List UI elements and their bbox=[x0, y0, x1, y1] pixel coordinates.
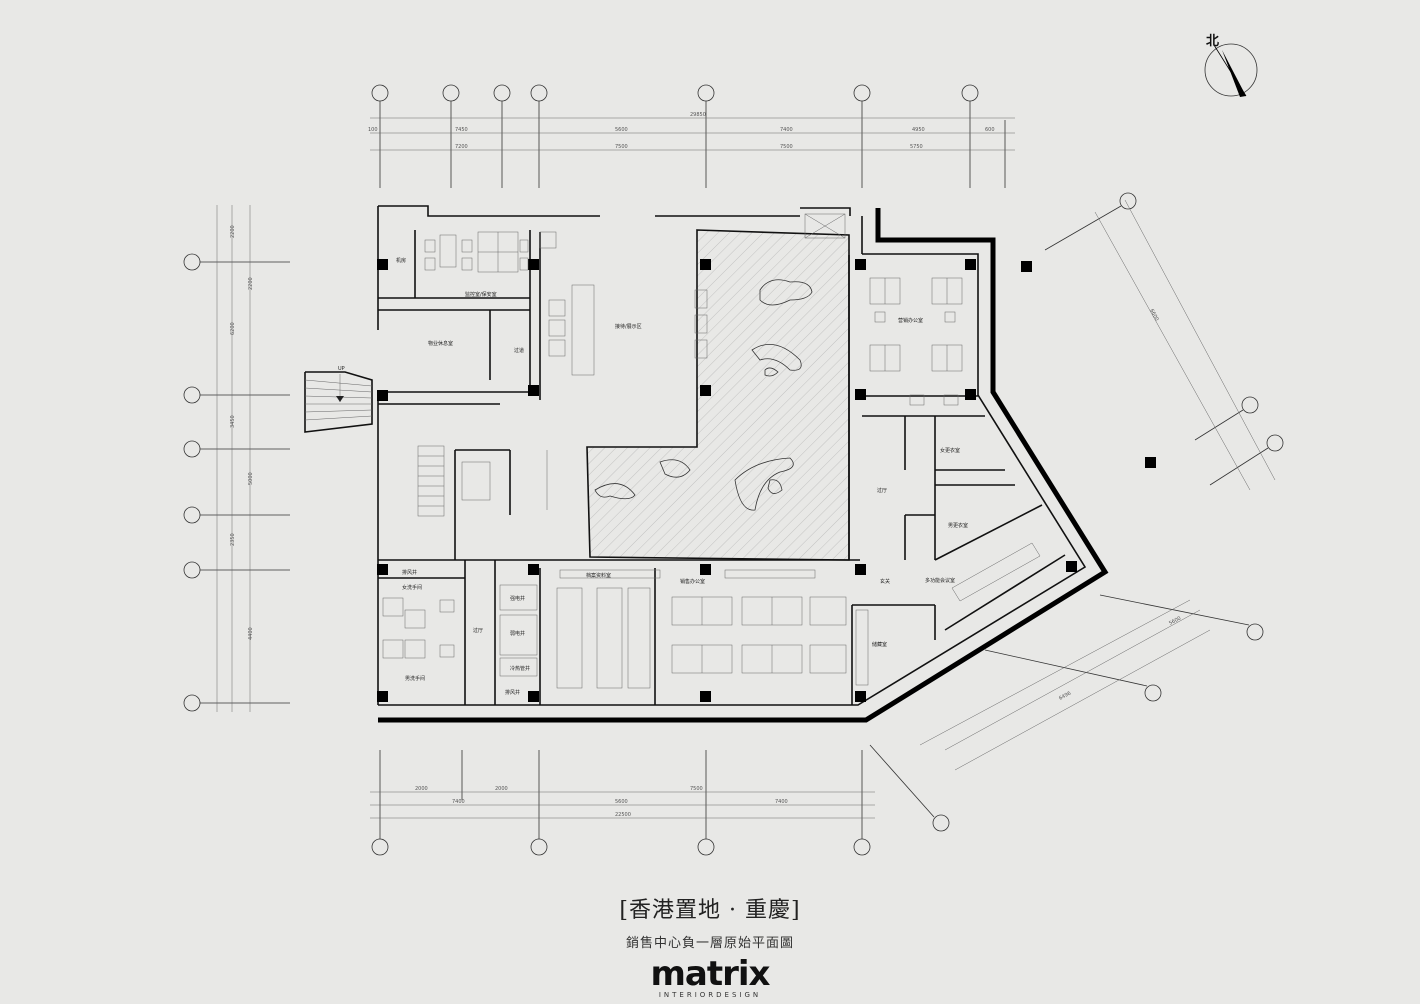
room-labels: 机房 监控室/保安室 物业休息室 过道 接待/展示区 营销办公室 女更衣室 男更… bbox=[396, 257, 968, 696]
dim-top-total: 29850 bbox=[690, 112, 706, 118]
dim-bot-e: 7500 bbox=[690, 786, 703, 792]
room-storage: 储藏室 bbox=[872, 641, 887, 648]
room-toilet-f: 女洗手间 bbox=[402, 584, 422, 591]
dim-top-c: 7400 bbox=[780, 127, 793, 133]
room-lobby: 过厅 bbox=[877, 487, 887, 494]
dim-top-e: 600 bbox=[985, 127, 995, 133]
room-sales-office: 营销办公室 bbox=[898, 317, 923, 324]
room-machine: 机房 bbox=[396, 257, 406, 264]
dim-top-sub-b: 7500 bbox=[615, 144, 628, 150]
dim-left-g: 4400 bbox=[248, 627, 254, 640]
dim-left-e: 5000 bbox=[248, 472, 254, 485]
room-corridor: 过道 bbox=[514, 347, 524, 354]
dim-bot-b: 2000 bbox=[495, 786, 508, 792]
dim-diag-c: 6496 bbox=[1058, 690, 1072, 701]
dim-bot-total: 22500 bbox=[615, 812, 631, 818]
room-finance-office: 销售办公室 bbox=[680, 578, 705, 585]
title-block: [香港置地 · 重慶] 銷售中心負一層原始平面圖 matrix INTERIOR… bbox=[0, 892, 1420, 999]
room-security: 监控室/保安室 bbox=[465, 291, 497, 298]
dim-top-sub-a: 7200 bbox=[455, 144, 468, 150]
dim-bot-a: 2000 bbox=[415, 786, 428, 792]
dim-left-d: 3450 bbox=[230, 415, 236, 428]
dim-top-sub-d: 5750 bbox=[910, 144, 923, 150]
drawing-subtitle: 銷售中心負一層原始平面圖 bbox=[625, 936, 794, 951]
room-toilet-m: 男洗手间 bbox=[405, 675, 425, 682]
dim-top-sub-c: 7500 bbox=[780, 144, 793, 150]
north-arrow bbox=[1204, 43, 1258, 97]
room-exhaust-1: 排风井 bbox=[402, 569, 417, 576]
diagonal-axis-markers: 6600 5600 6496 bbox=[869, 192, 1284, 832]
bottom-axis-markers: 2000 2000 7400 5600 7500 7400 22500 bbox=[370, 750, 875, 856]
room-meeting: 多功能会议室 bbox=[925, 577, 955, 584]
dim-top-b: 5600 bbox=[615, 127, 628, 133]
brand-logo: matrix bbox=[650, 954, 771, 994]
room-hall: 接待/展示区 bbox=[615, 323, 642, 330]
north-label: 北 bbox=[1206, 34, 1220, 49]
room-property: 物业休息室 bbox=[428, 340, 453, 347]
dim-top-a: 7450 bbox=[455, 127, 468, 133]
top-axis-markers: 29850 7450 5600 7400 4950 600 100 7200 7… bbox=[368, 84, 1015, 188]
room-changing-m: 男更衣室 bbox=[948, 522, 968, 529]
drawing-title: [香港置地 · 重慶] bbox=[619, 898, 801, 923]
central-hatch-area bbox=[586, 229, 850, 561]
dim-left-c: 6200 bbox=[230, 322, 236, 335]
building-outline: UP bbox=[304, 205, 1109, 723]
room-entrance: 玄关 bbox=[880, 578, 890, 585]
room-archive: 档案资料室 bbox=[586, 572, 611, 579]
room-exhaust-2: 排风井 bbox=[505, 689, 520, 696]
dim-diag-a: 6600 bbox=[1148, 308, 1159, 322]
room-elec-1: 强电井 bbox=[510, 595, 525, 602]
dim-left-f: 2350 bbox=[230, 533, 236, 546]
dim-left-b: 2200 bbox=[248, 277, 254, 290]
brand-tagline: INTERIORDESIGN bbox=[658, 991, 762, 999]
furniture bbox=[382, 213, 1041, 689]
dim-bot-f: 7400 bbox=[775, 799, 788, 805]
interior-walls bbox=[377, 230, 1077, 705]
room-hall-2: 过厅 bbox=[473, 627, 483, 634]
dim-top-f: 100 bbox=[368, 127, 378, 133]
room-elec-2: 弱电井 bbox=[510, 630, 525, 637]
dim-top-d: 4950 bbox=[912, 127, 925, 133]
left-axis-markers: 2200 2200 6200 3450 5000 2350 4400 bbox=[183, 205, 290, 712]
dim-left-a: 2200 bbox=[230, 225, 236, 238]
dim-bot-c: 7400 bbox=[452, 799, 465, 805]
dim-bot-d: 5600 bbox=[615, 799, 628, 805]
label-up: UP bbox=[338, 366, 345, 372]
room-changing-f: 女更衣室 bbox=[940, 447, 960, 454]
dim-diag-b: 5600 bbox=[1168, 615, 1182, 626]
room-water: 冷热管井 bbox=[510, 665, 530, 672]
